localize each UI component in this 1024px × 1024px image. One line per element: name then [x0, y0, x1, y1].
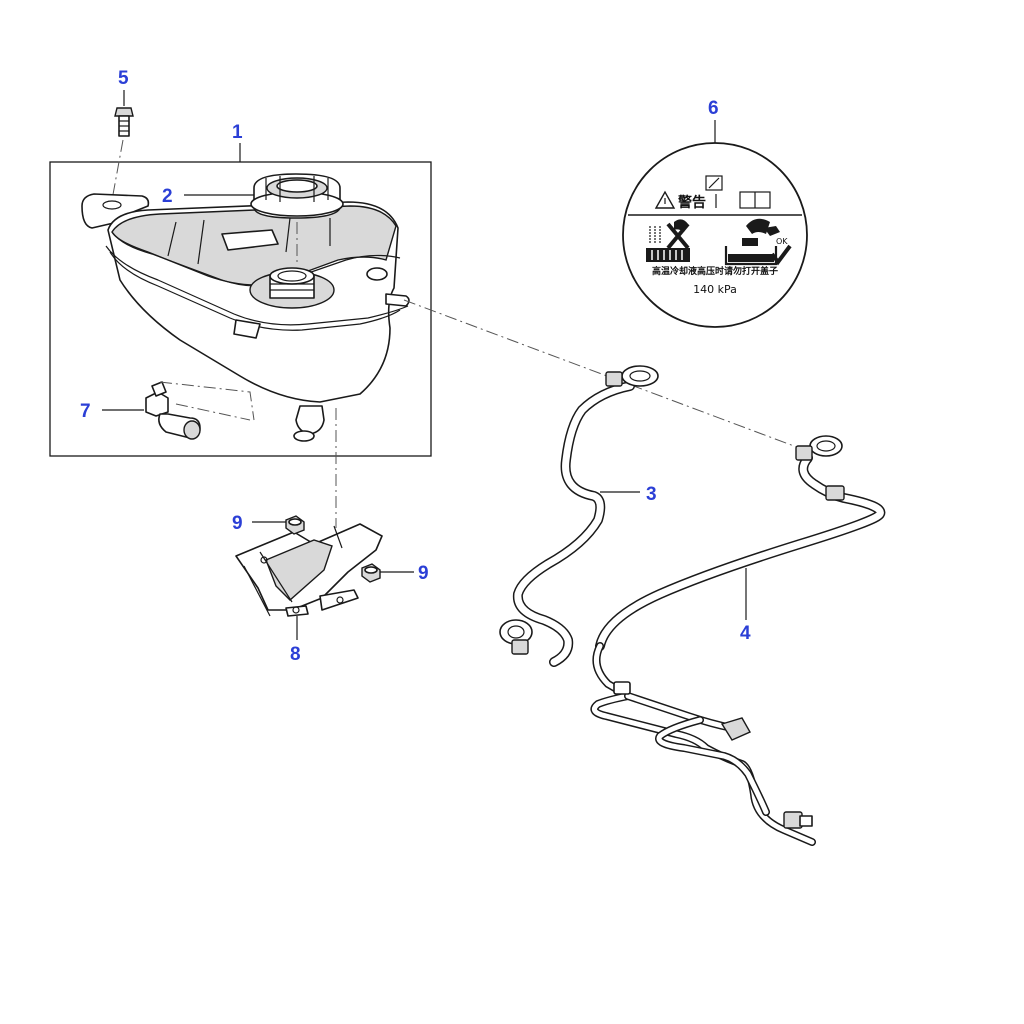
ok-text: OK — [776, 237, 788, 246]
coolant-hose-part-3 — [499, 365, 659, 667]
callout-3: 3 — [646, 484, 657, 505]
callout-1: 1 — [232, 122, 243, 143]
warning-heading: 警告 — [678, 194, 706, 211]
tank-hose-axis-line — [403, 299, 811, 453]
coolant-hose-part-4 — [590, 435, 886, 846]
nut-part-9-right — [361, 563, 381, 583]
callout-9-left: 9 — [232, 513, 243, 534]
filler-cap-part-2 — [250, 173, 344, 219]
callout-9-right: 9 — [418, 563, 429, 584]
cool-open-ok-icon: OK — [724, 218, 792, 266]
level-sensor-part-7 — [145, 381, 201, 440]
check-mark-icon — [770, 244, 792, 266]
callout-4: 4 — [740, 623, 751, 644]
callout-7: 7 — [80, 401, 91, 422]
mounting-bracket-part-8 — [235, 523, 383, 617]
warning-label-part-6: 警告 OK 高温冷却液高压时 — [622, 142, 808, 328]
bolt-axis-line — [111, 139, 124, 201]
pressure-value: 140 kPa — [693, 283, 737, 296]
callout-2: 2 — [162, 186, 173, 207]
warning-caption: 高温冷却液高压时请勿打开盖子 — [652, 265, 778, 277]
sensor-axis-line — [159, 381, 255, 421]
nut-part-9-left — [285, 515, 305, 535]
bolt-part-5 — [114, 107, 134, 137]
callout-8: 8 — [290, 644, 301, 665]
callout-5: 5 — [118, 68, 129, 89]
expansion-tank-body — [81, 193, 410, 442]
callout-6: 6 — [708, 98, 719, 119]
hot-coolant-no-open-icon — [646, 219, 690, 262]
